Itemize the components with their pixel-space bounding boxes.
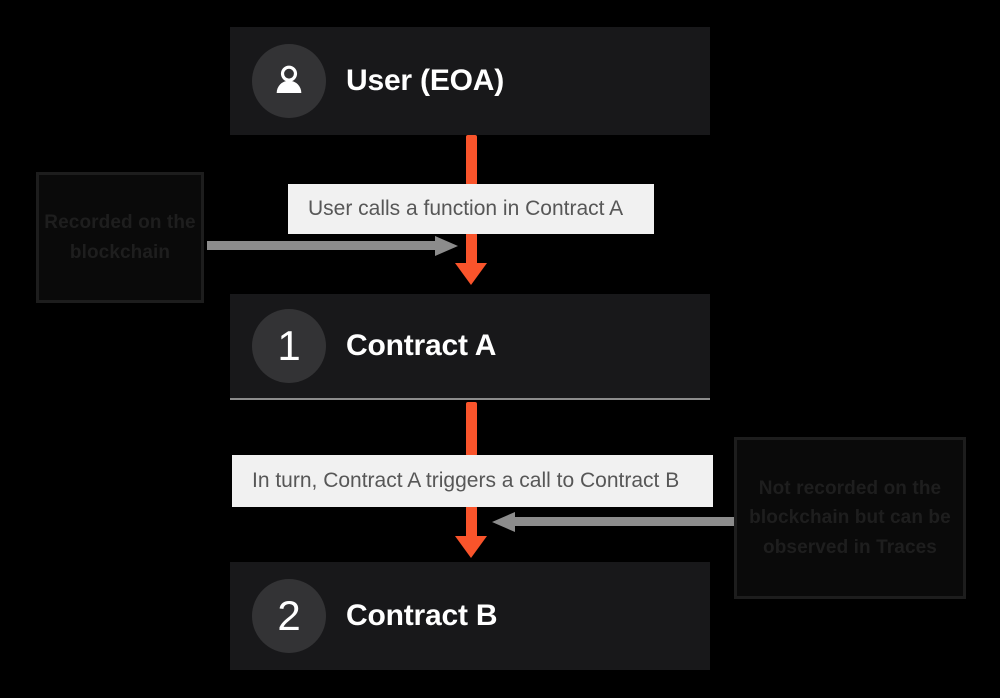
arrow-head-icon [435,236,458,256]
arrow-head-icon [492,512,515,532]
arrow-shaft [466,233,477,264]
callout-text: Recorded on the blockchain [44,212,196,263]
step-number-badge-1: 1 [252,309,326,383]
callout-recorded-on-blockchain: Recorded on the blockchain [36,172,204,303]
red-arrow-shaft-upper-2 [466,402,477,456]
node-contract-a[interactable]: 1 Contract A [230,294,710,400]
node-contract-b-title: Contract B [346,599,498,632]
node-user-title: User (EOA) [346,64,505,97]
callout-not-recorded-on-blockchain: Not recorded on the blockchain but can b… [734,437,966,599]
node-contract-a-title: Contract A [346,329,497,362]
red-arrow-shaft-upper-1 [466,135,477,185]
edge-label-user-calls-contract-a: User calls a function in Contract A [288,184,654,234]
callout-text: Not recorded on the blockchain but can b… [749,477,951,558]
step-number-badge-2: 2 [252,579,326,653]
person-icon [252,44,326,118]
red-arrow-contract-a-to-contract-b [455,506,488,558]
node-user[interactable]: User (EOA) [230,27,710,135]
edge-label-text: User calls a function in Contract A [308,197,624,220]
arrow-shaft [515,517,738,526]
arrow-head-icon [455,536,487,558]
gray-arrow-left-icon [492,512,738,532]
edge-label-contract-a-triggers-contract-b: In turn, Contract A triggers a call to C… [232,455,713,507]
red-arrow-user-to-contract-a [455,233,488,285]
gray-arrow-right-icon [207,236,458,256]
arrow-shaft [207,241,435,250]
edge-label-text: In turn, Contract A triggers a call to C… [252,469,680,492]
node-contract-b[interactable]: 2 Contract B [230,562,710,670]
arrow-head-icon [455,263,487,285]
arrow-shaft [466,506,477,537]
